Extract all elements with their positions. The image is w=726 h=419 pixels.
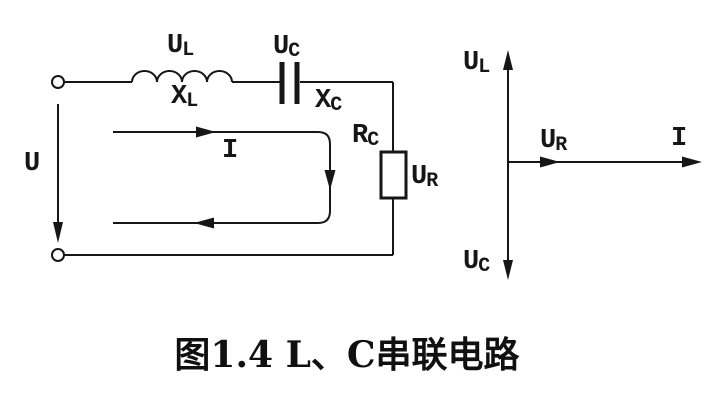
label-inductor-reactance: XL (171, 82, 198, 113)
phasor-diagram (503, 50, 702, 280)
terminal-bottom-icon (51, 248, 65, 262)
figure-caption: 图1.4 L、C串联电路 (174, 334, 520, 376)
current-loop (113, 126, 336, 229)
label-main: U (463, 247, 479, 277)
label-capacitor-reactance: XC (315, 86, 342, 117)
label-capacitor-voltage: UC (273, 32, 300, 63)
circuit-diagram (51, 62, 408, 262)
phasor-label-inductor-voltage: UL (463, 48, 490, 79)
label-resistor-name: RC (352, 121, 379, 152)
phasor-label-capacitor-voltage: UC (463, 247, 490, 278)
label-sub: R (426, 170, 438, 193)
label-main: I (671, 124, 687, 154)
label-sub: R (555, 134, 567, 157)
label-source-voltage: U (24, 149, 40, 179)
label-main: R (352, 121, 368, 151)
label-main: U (411, 162, 427, 192)
label-resistor-voltage: UR (411, 162, 438, 193)
phasor-label-current: I (671, 124, 687, 154)
inductor-coil-icon (131, 70, 233, 83)
label-main: X (171, 82, 187, 112)
label-main: U (24, 149, 40, 179)
label-main: X (315, 86, 331, 116)
source-voltage-arrow (53, 104, 63, 243)
label-current: I (222, 136, 238, 166)
arrow-down-icon (53, 222, 63, 243)
label-sub: C (478, 255, 490, 278)
arrow-left-icon (194, 217, 214, 229)
label-main: U (463, 48, 479, 78)
arrow-right-icon (196, 126, 216, 138)
phasor-label-resistor-voltage: UR (540, 126, 567, 157)
label-sub: C (330, 94, 342, 117)
label-inductor-voltage: UL (167, 31, 194, 62)
arrow-up-icon (503, 50, 513, 70)
label-sub: L (186, 90, 198, 113)
arrow-right-icon (540, 156, 560, 168)
arrow-down-icon (324, 170, 336, 190)
label-sub: L (478, 56, 490, 79)
label-sub: C (367, 129, 379, 152)
label-main: U (167, 31, 183, 61)
terminal-top-icon (51, 75, 65, 89)
label-main: I (222, 136, 238, 166)
label-main: U (540, 126, 556, 156)
label-sub: L (182, 39, 194, 62)
label-main: U (273, 32, 289, 62)
arrow-down-icon (503, 260, 513, 280)
arrow-right-icon (682, 156, 702, 168)
resistor-body-icon (379, 150, 408, 200)
label-sub: C (288, 40, 300, 63)
